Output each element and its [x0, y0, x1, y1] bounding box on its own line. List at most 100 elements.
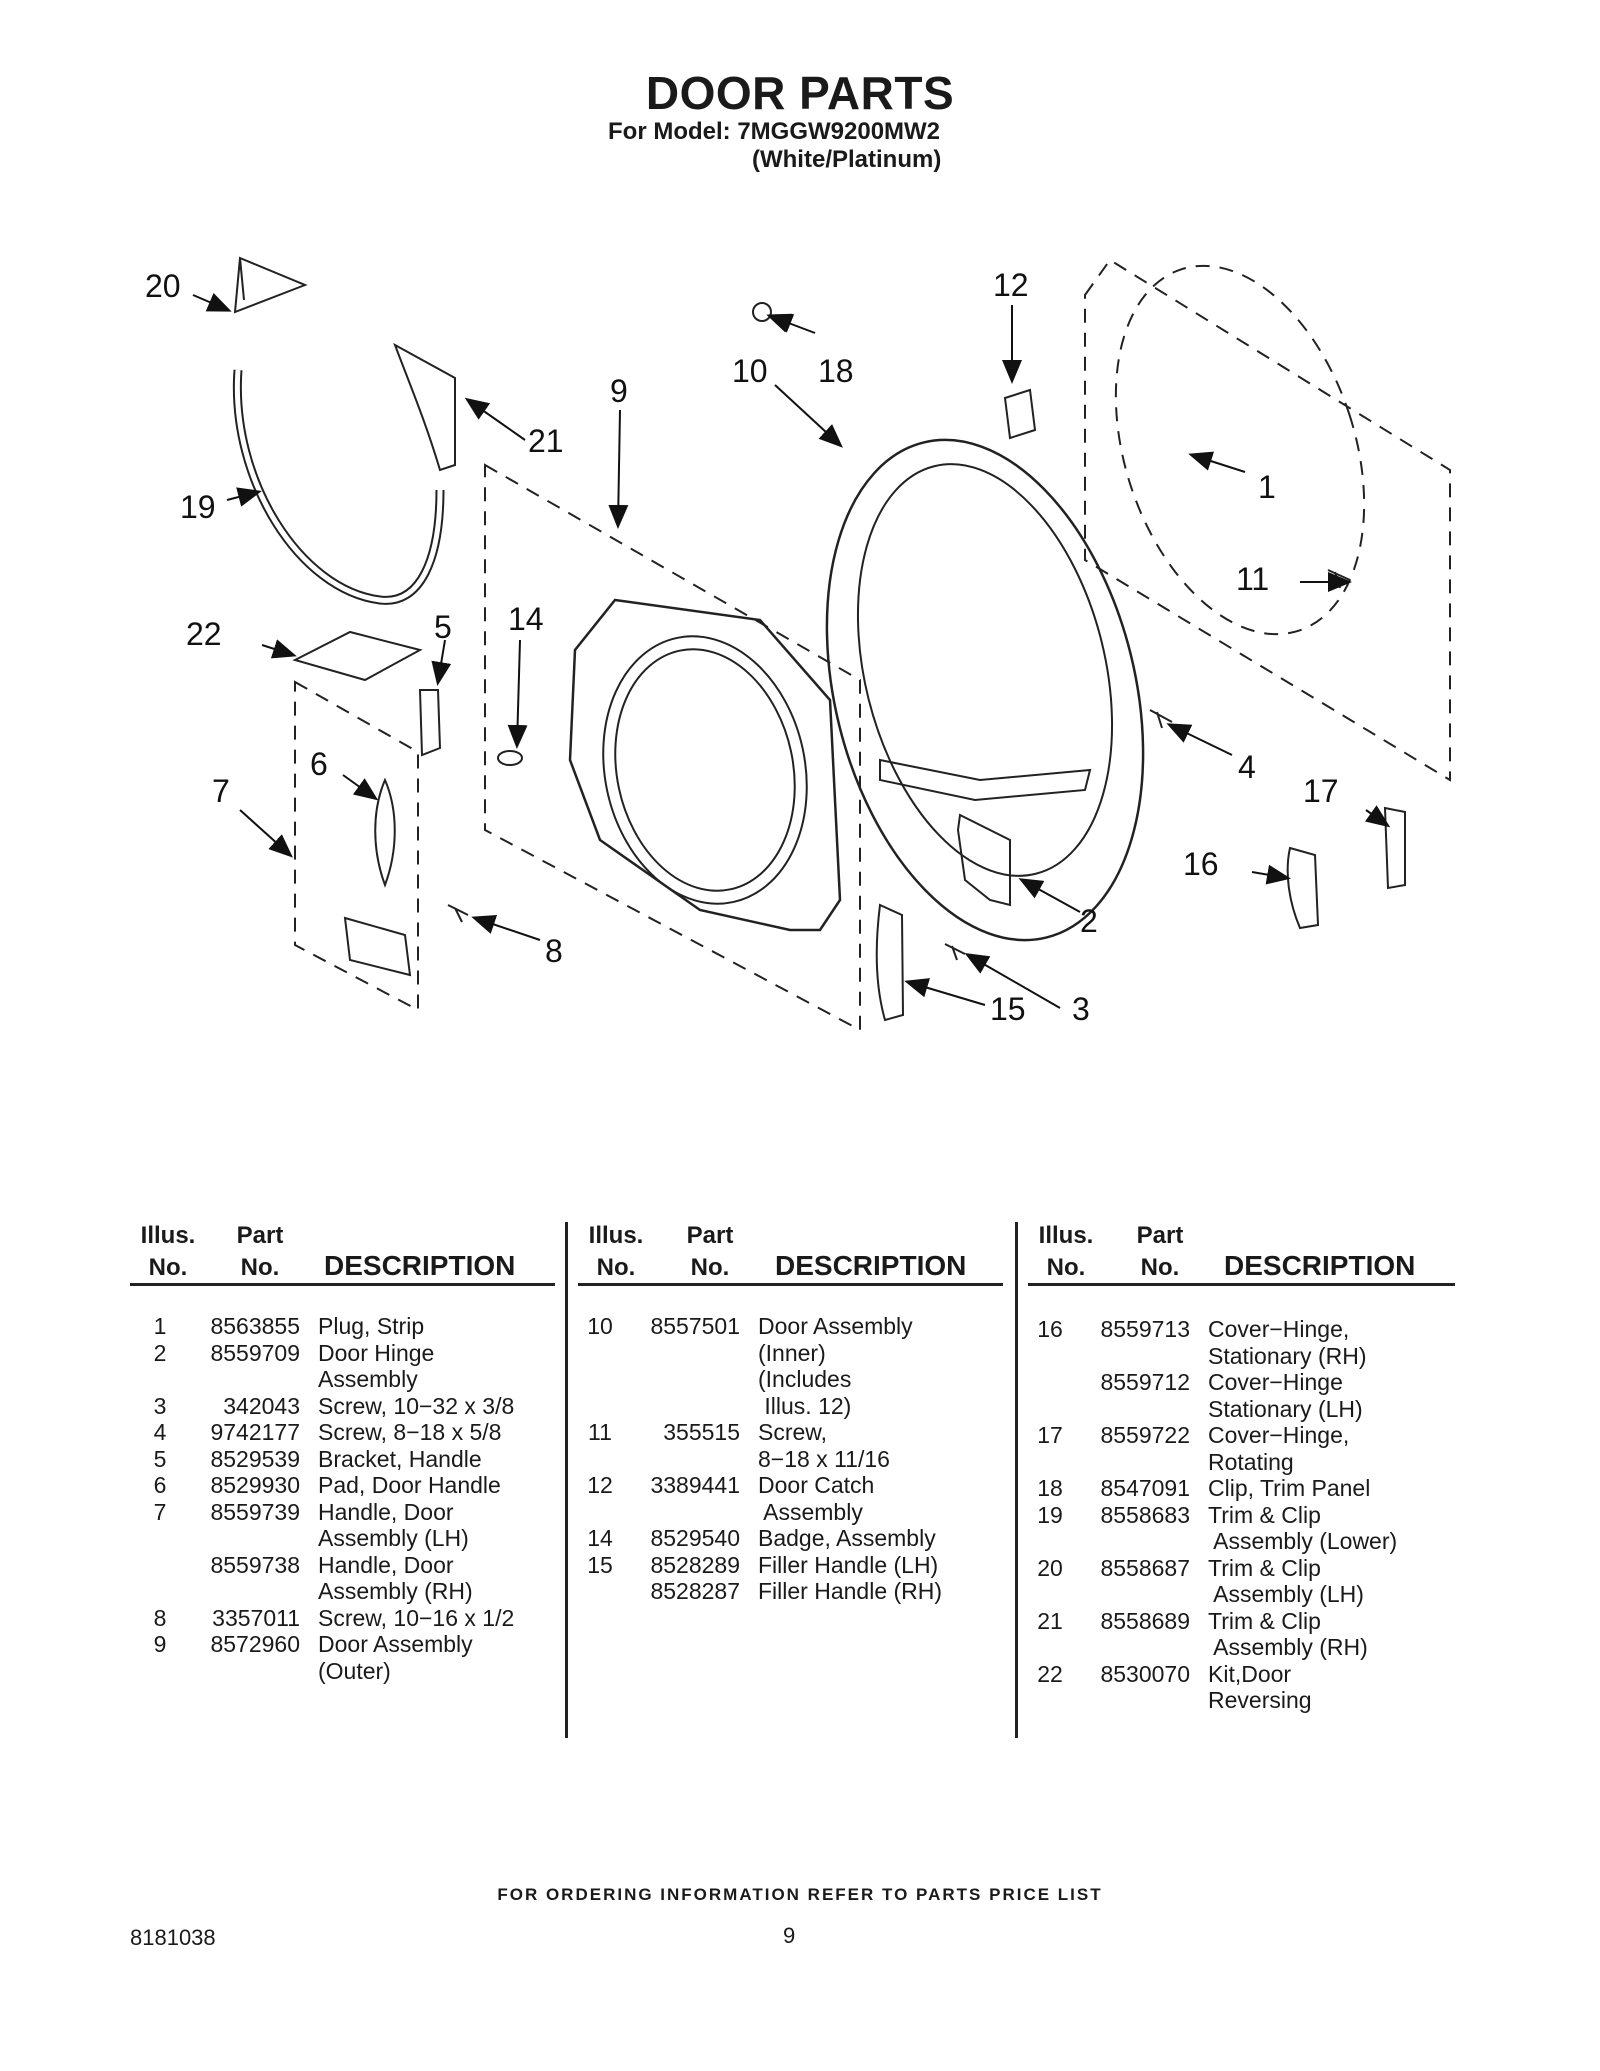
- parts-row: Reversing: [1020, 1687, 1460, 1714]
- callout-16: 16: [1183, 846, 1219, 882]
- illus-no: 21: [1037, 1607, 1063, 1634]
- parts-row: Assembly (RH): [1020, 1634, 1460, 1661]
- illus-no: 3: [153, 1392, 167, 1419]
- part-description: Plug, Strip: [318, 1313, 425, 1339]
- part-description: Assembly (RH): [318, 1578, 473, 1604]
- callout-7: 7: [212, 773, 230, 809]
- filler-handle: [875, 903, 905, 1022]
- illus-no: 6: [153, 1472, 167, 1498]
- part-no: 8559738: [210, 1551, 300, 1578]
- col1-desc-header: DESCRIPTION: [324, 1250, 516, 1281]
- callout-14: 14: [508, 601, 544, 637]
- part-description: Assembly: [758, 1498, 863, 1525]
- illus-no: [1020, 1369, 1080, 1396]
- callout-1: 1: [1258, 469, 1276, 505]
- part-description: Clip, Trim Panel: [1208, 1475, 1371, 1501]
- part-description: Door Assembly: [318, 1631, 473, 1657]
- part-no: 8563855: [210, 1313, 300, 1339]
- part-no: 9742177: [210, 1419, 300, 1445]
- part-description: Trim & Clip: [1208, 1607, 1321, 1634]
- part-no: [1080, 1634, 1208, 1661]
- part-description: Reversing: [1208, 1687, 1312, 1713]
- callout-21: 21: [528, 423, 564, 459]
- illus-no: [130, 1552, 190, 1579]
- inner-door: [825, 438, 1145, 942]
- parts-row: Assembly (LH): [130, 1525, 560, 1552]
- cabinet-opening: [1114, 264, 1366, 636]
- part-description: Assembly (LH): [1208, 1581, 1364, 1607]
- col3-desc-header: DESCRIPTION: [1224, 1250, 1416, 1281]
- illus-no: 18: [1037, 1475, 1063, 1501]
- part-no: 8529930: [210, 1472, 300, 1498]
- part-no: [1080, 1396, 1208, 1423]
- door-reversing-kit: [292, 630, 423, 682]
- illus-no: [130, 1578, 190, 1605]
- illus-no: 8: [153, 1604, 167, 1631]
- part-no: 8528287: [650, 1578, 740, 1604]
- outer-door-glass: [602, 635, 808, 905]
- callout-9: 9: [610, 373, 628, 409]
- parts-row: Illus. 12): [570, 1393, 1010, 1420]
- callout-11: 11: [1236, 561, 1269, 597]
- parts-row: Assembly (RH): [130, 1578, 560, 1605]
- cabinet-front-outline: [1084, 258, 1451, 782]
- callout-22: 22: [186, 616, 222, 652]
- part-no: 8528289: [650, 1551, 740, 1578]
- illus-no: 19: [1037, 1501, 1063, 1528]
- part-description: Trim & Clip: [1208, 1554, 1321, 1581]
- callout-2: 2: [1080, 903, 1098, 939]
- parts-row: 15 8528289 Filler Handle (LH): [570, 1552, 1010, 1579]
- part-description: Stationary (LH): [1208, 1395, 1363, 1422]
- part-description: Assembly (Lower): [1208, 1528, 1398, 1554]
- parts-row: (Includes: [570, 1366, 1010, 1393]
- part-no: [1080, 1449, 1208, 1476]
- illus-no: [1020, 1528, 1080, 1555]
- illus-no: [1020, 1343, 1080, 1370]
- col3-illus-header: Illus.No.: [1038, 1222, 1094, 1281]
- parts-row: Assembly (Lower): [1020, 1528, 1460, 1555]
- illus-no: [570, 1340, 630, 1367]
- illus-no: [130, 1525, 190, 1552]
- outer-door: [568, 598, 842, 932]
- part-description: Filler Handle (LH): [758, 1551, 939, 1578]
- part-description: Badge, Assembly: [758, 1525, 936, 1551]
- illus-no: 5: [153, 1445, 167, 1472]
- part-no: [630, 1366, 758, 1393]
- parts-row: Rotating: [1020, 1449, 1460, 1476]
- part-description: (Inner): [758, 1339, 826, 1366]
- callout-3: 3: [1072, 991, 1090, 1027]
- part-no: 8558683: [1100, 1501, 1190, 1528]
- illus-no: 15: [587, 1551, 613, 1578]
- page-title: DOOR PARTS: [645, 67, 955, 119]
- part-description: Screw,: [758, 1419, 828, 1445]
- parts-row: Stationary (RH): [1020, 1343, 1460, 1370]
- col1-illus-header: Illus.No.: [140, 1222, 196, 1281]
- parts-row: Stationary (LH): [1020, 1396, 1460, 1423]
- part-description: Stationary (RH): [1208, 1342, 1367, 1369]
- handle-frame: [294, 680, 419, 1012]
- parts-row: 8−18 x 11/16: [570, 1446, 1010, 1473]
- parts-row: Assembly: [570, 1499, 1010, 1526]
- parts-row: Assembly: [130, 1366, 560, 1393]
- col2-rule: [578, 1283, 1003, 1286]
- part-no: [1080, 1528, 1208, 1555]
- col2-illus-header: Illus.No.: [588, 1222, 644, 1281]
- part-no: 8559713: [1100, 1316, 1190, 1342]
- screw-4: [1149, 709, 1173, 729]
- part-description: (Includes: [758, 1366, 852, 1392]
- part-description: Kit,Door: [1208, 1660, 1292, 1687]
- illus-no: 22: [1037, 1660, 1063, 1687]
- illus-no: 7: [153, 1498, 167, 1525]
- part-no: 355515: [663, 1419, 740, 1445]
- illus-no: [570, 1366, 630, 1393]
- screw-3: [944, 943, 966, 961]
